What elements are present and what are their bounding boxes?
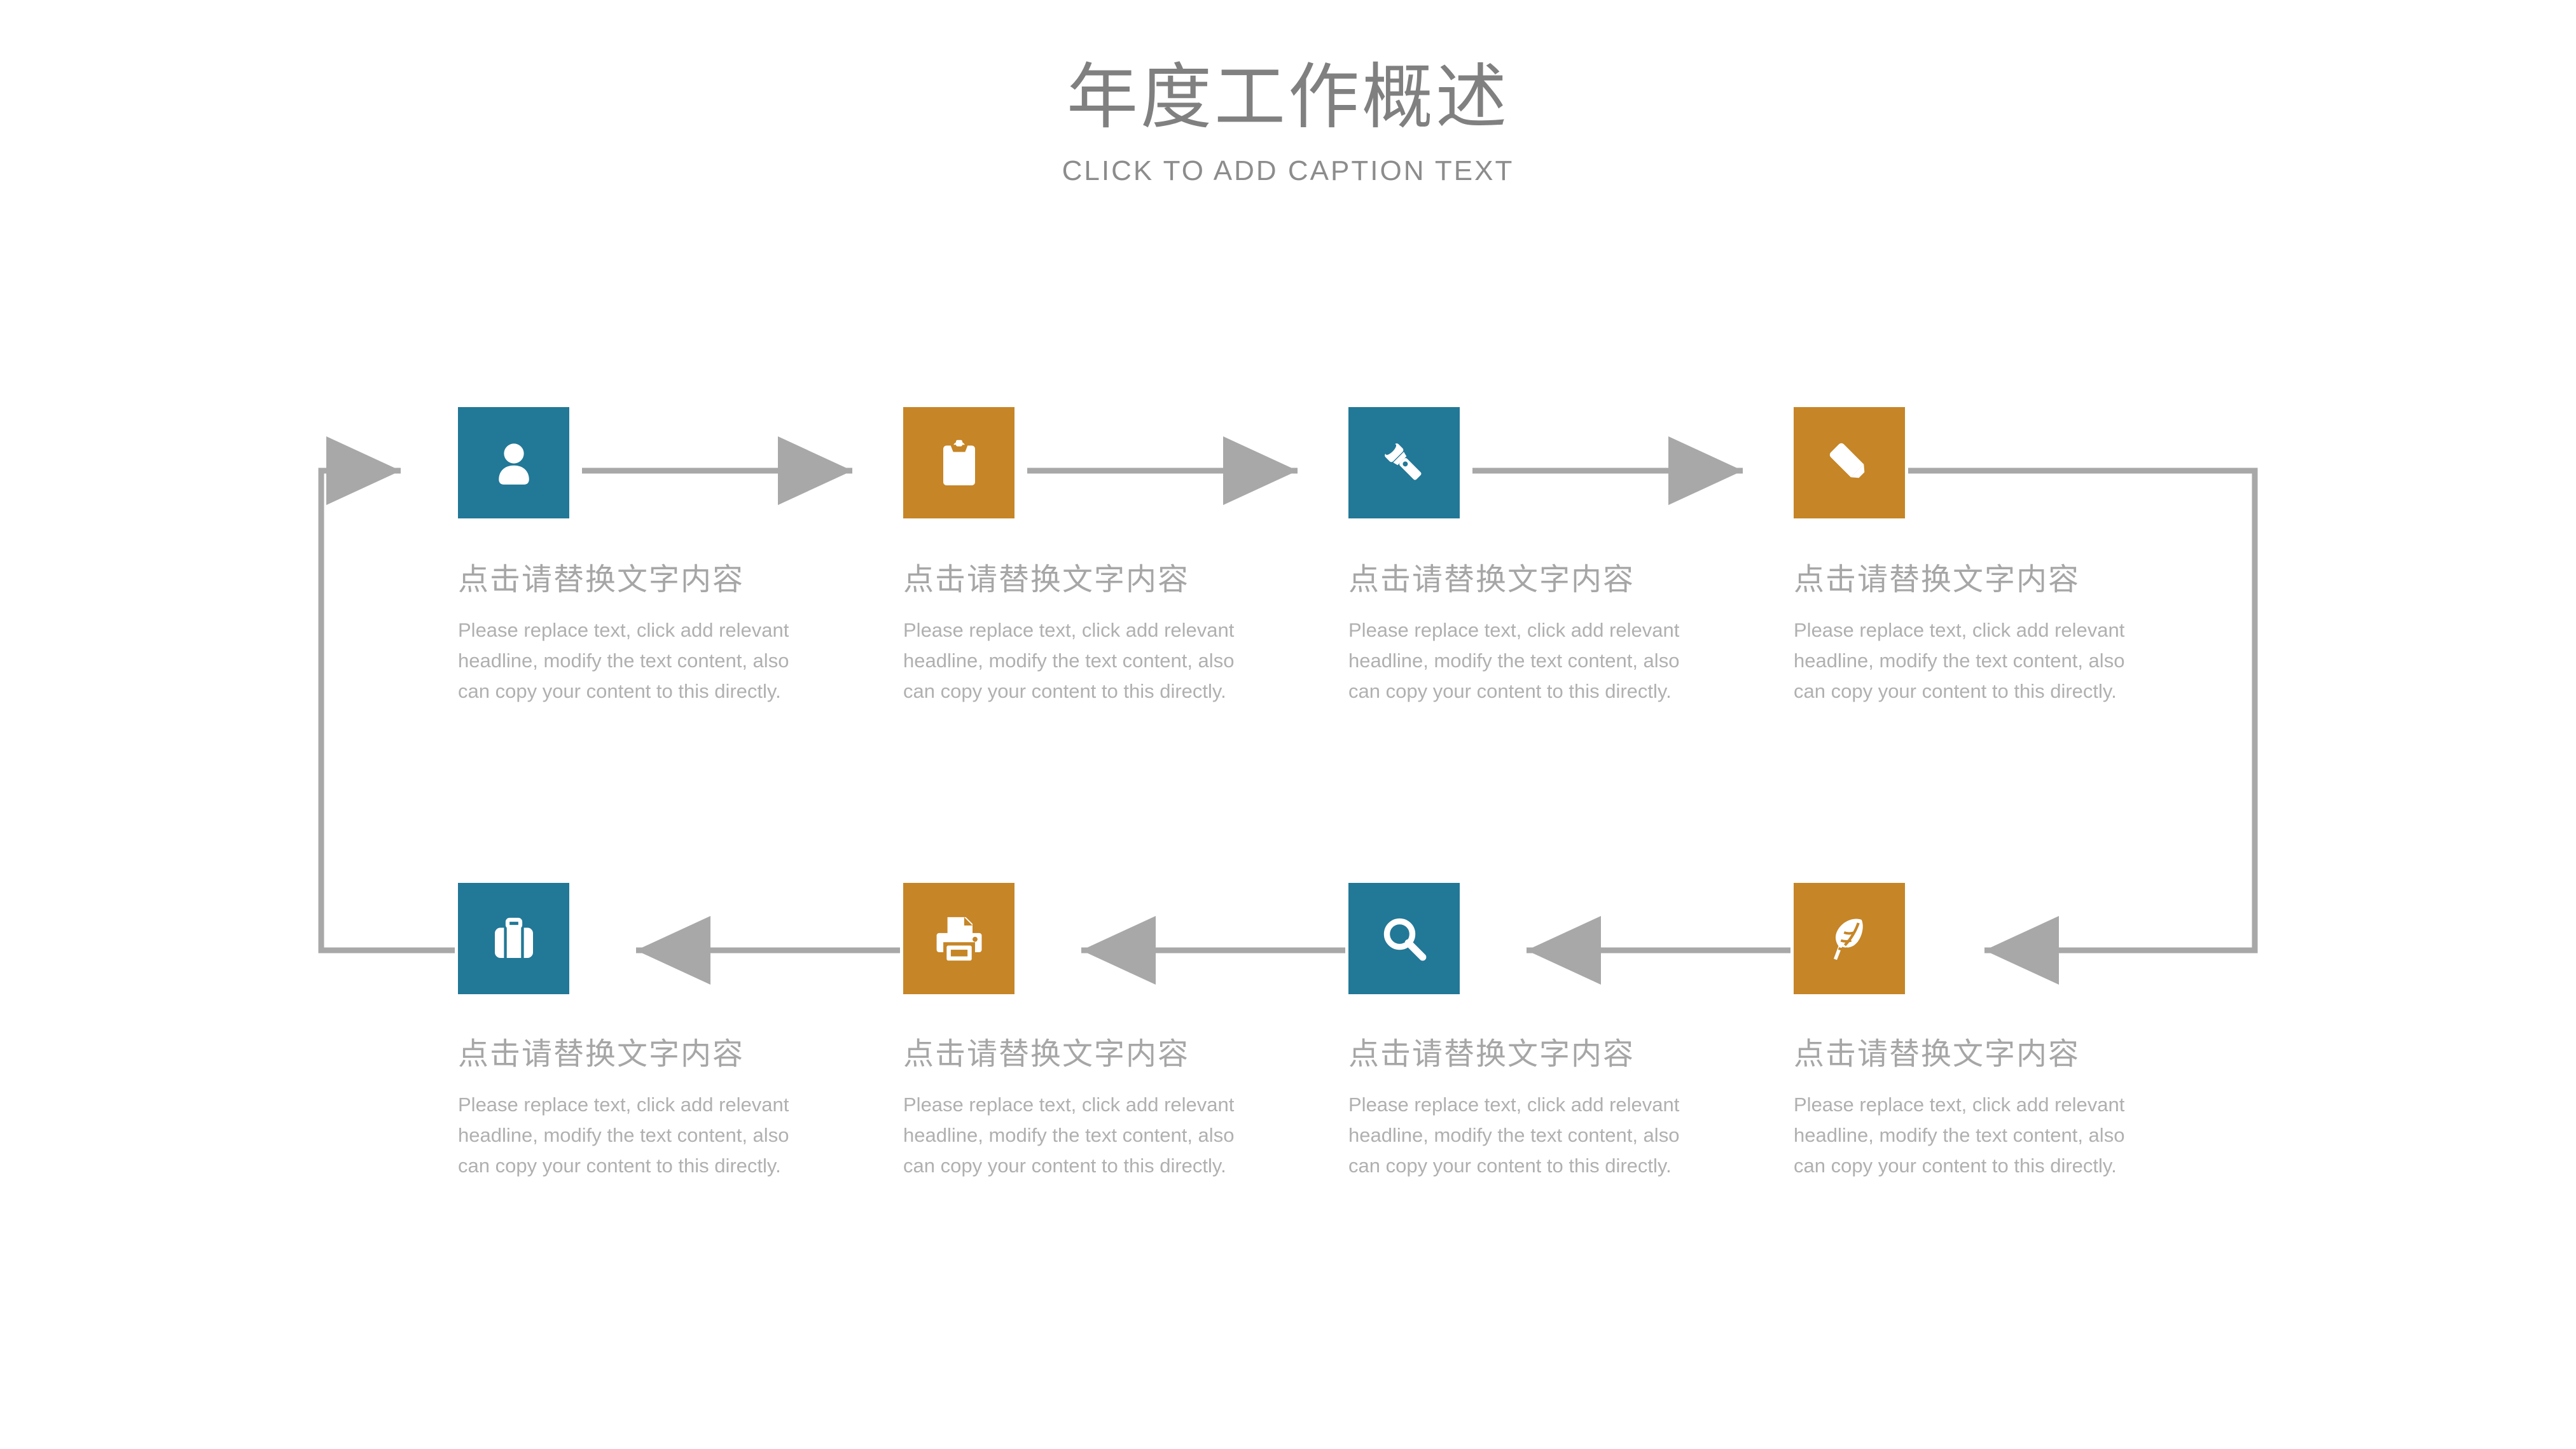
feather-icon: [1824, 912, 1875, 966]
step-1-title: 点击请替换文字内容: [458, 563, 745, 597]
clipboard-icon: [936, 438, 982, 489]
step-6-tile[interactable]: [903, 883, 1014, 994]
flashlight-icon: [1378, 436, 1431, 490]
step-3-title: 点击请替换文字内容: [1348, 563, 1635, 597]
briefcase-icon: [488, 916, 539, 962]
step-3-body: Please replace text, click add relevant …: [1348, 618, 1680, 702]
step-8-tile[interactable]: [1794, 883, 1905, 994]
flow-step-7[interactable]: 点击请替换文字内容 Please replace text, click add…: [1348, 883, 1705, 1181]
step-4-title: 点击请替换文字内容: [1794, 563, 2081, 597]
search-icon: [1379, 913, 1430, 964]
printer-icon: [932, 913, 986, 964]
step-2-title: 点击请替换文字内容: [903, 563, 1190, 597]
flow-step-8[interactable]: 点击请替换文字内容 Please replace text, click add…: [1794, 883, 2150, 1181]
step-2-body: Please replace text, click add relevant …: [903, 618, 1235, 702]
step-7-tile[interactable]: [1348, 883, 1460, 994]
step-4-body: Please replace text, click add relevant …: [1794, 618, 2125, 702]
flow-step-4[interactable]: 点击请替换文字内容 Please replace text, click add…: [1794, 407, 2150, 707]
step-6-body: Please replace text, click add relevant …: [903, 1093, 1235, 1177]
user-icon: [488, 438, 539, 489]
step-8-title: 点击请替换文字内容: [1794, 1037, 2081, 1071]
step-3-tile[interactable]: [1348, 407, 1460, 518]
step-7-title: 点击请替换文字内容: [1348, 1037, 1635, 1071]
step-1-tile[interactable]: [458, 407, 569, 518]
step-5-body: Please replace text, click add relevant …: [458, 1093, 789, 1177]
step-7-body: Please replace text, click add relevant …: [1348, 1093, 1680, 1177]
step-1-body: Please replace text, click add relevant …: [458, 618, 789, 702]
flow-step-3[interactable]: 点击请替换文字内容 Please replace text, click add…: [1348, 407, 1705, 707]
step-2-tile[interactable]: [903, 407, 1014, 518]
slide-header: 年度工作概述 CLICK TO ADD CAPTION TEXT: [0, 57, 2576, 188]
flow-step-5[interactable]: 点击请替换文字内容 Please replace text, click add…: [458, 883, 814, 1181]
page-subtitle: CLICK TO ADD CAPTION TEXT: [1062, 155, 1514, 187]
flow-step-1[interactable]: 点击请替换文字内容 Please replace text, click add…: [458, 407, 814, 707]
page-title: 年度工作概述: [1067, 57, 1509, 137]
flow-step-2[interactable]: 点击请替换文字内容 Please replace text, click add…: [903, 407, 1259, 707]
pencil-icon: [1823, 436, 1876, 490]
step-5-tile[interactable]: [458, 883, 569, 994]
connector-8-to-1-wrap-left: [318, 436, 455, 953]
step-8-body: Please replace text, click add relevant …: [1794, 1093, 2125, 1177]
step-5-title: 点击请替换文字内容: [458, 1037, 745, 1071]
step-6-title: 点击请替换文字内容: [903, 1037, 1190, 1071]
step-4-tile[interactable]: [1794, 407, 1905, 518]
flow-step-6[interactable]: 点击请替换文字内容 Please replace text, click add…: [903, 883, 1259, 1181]
